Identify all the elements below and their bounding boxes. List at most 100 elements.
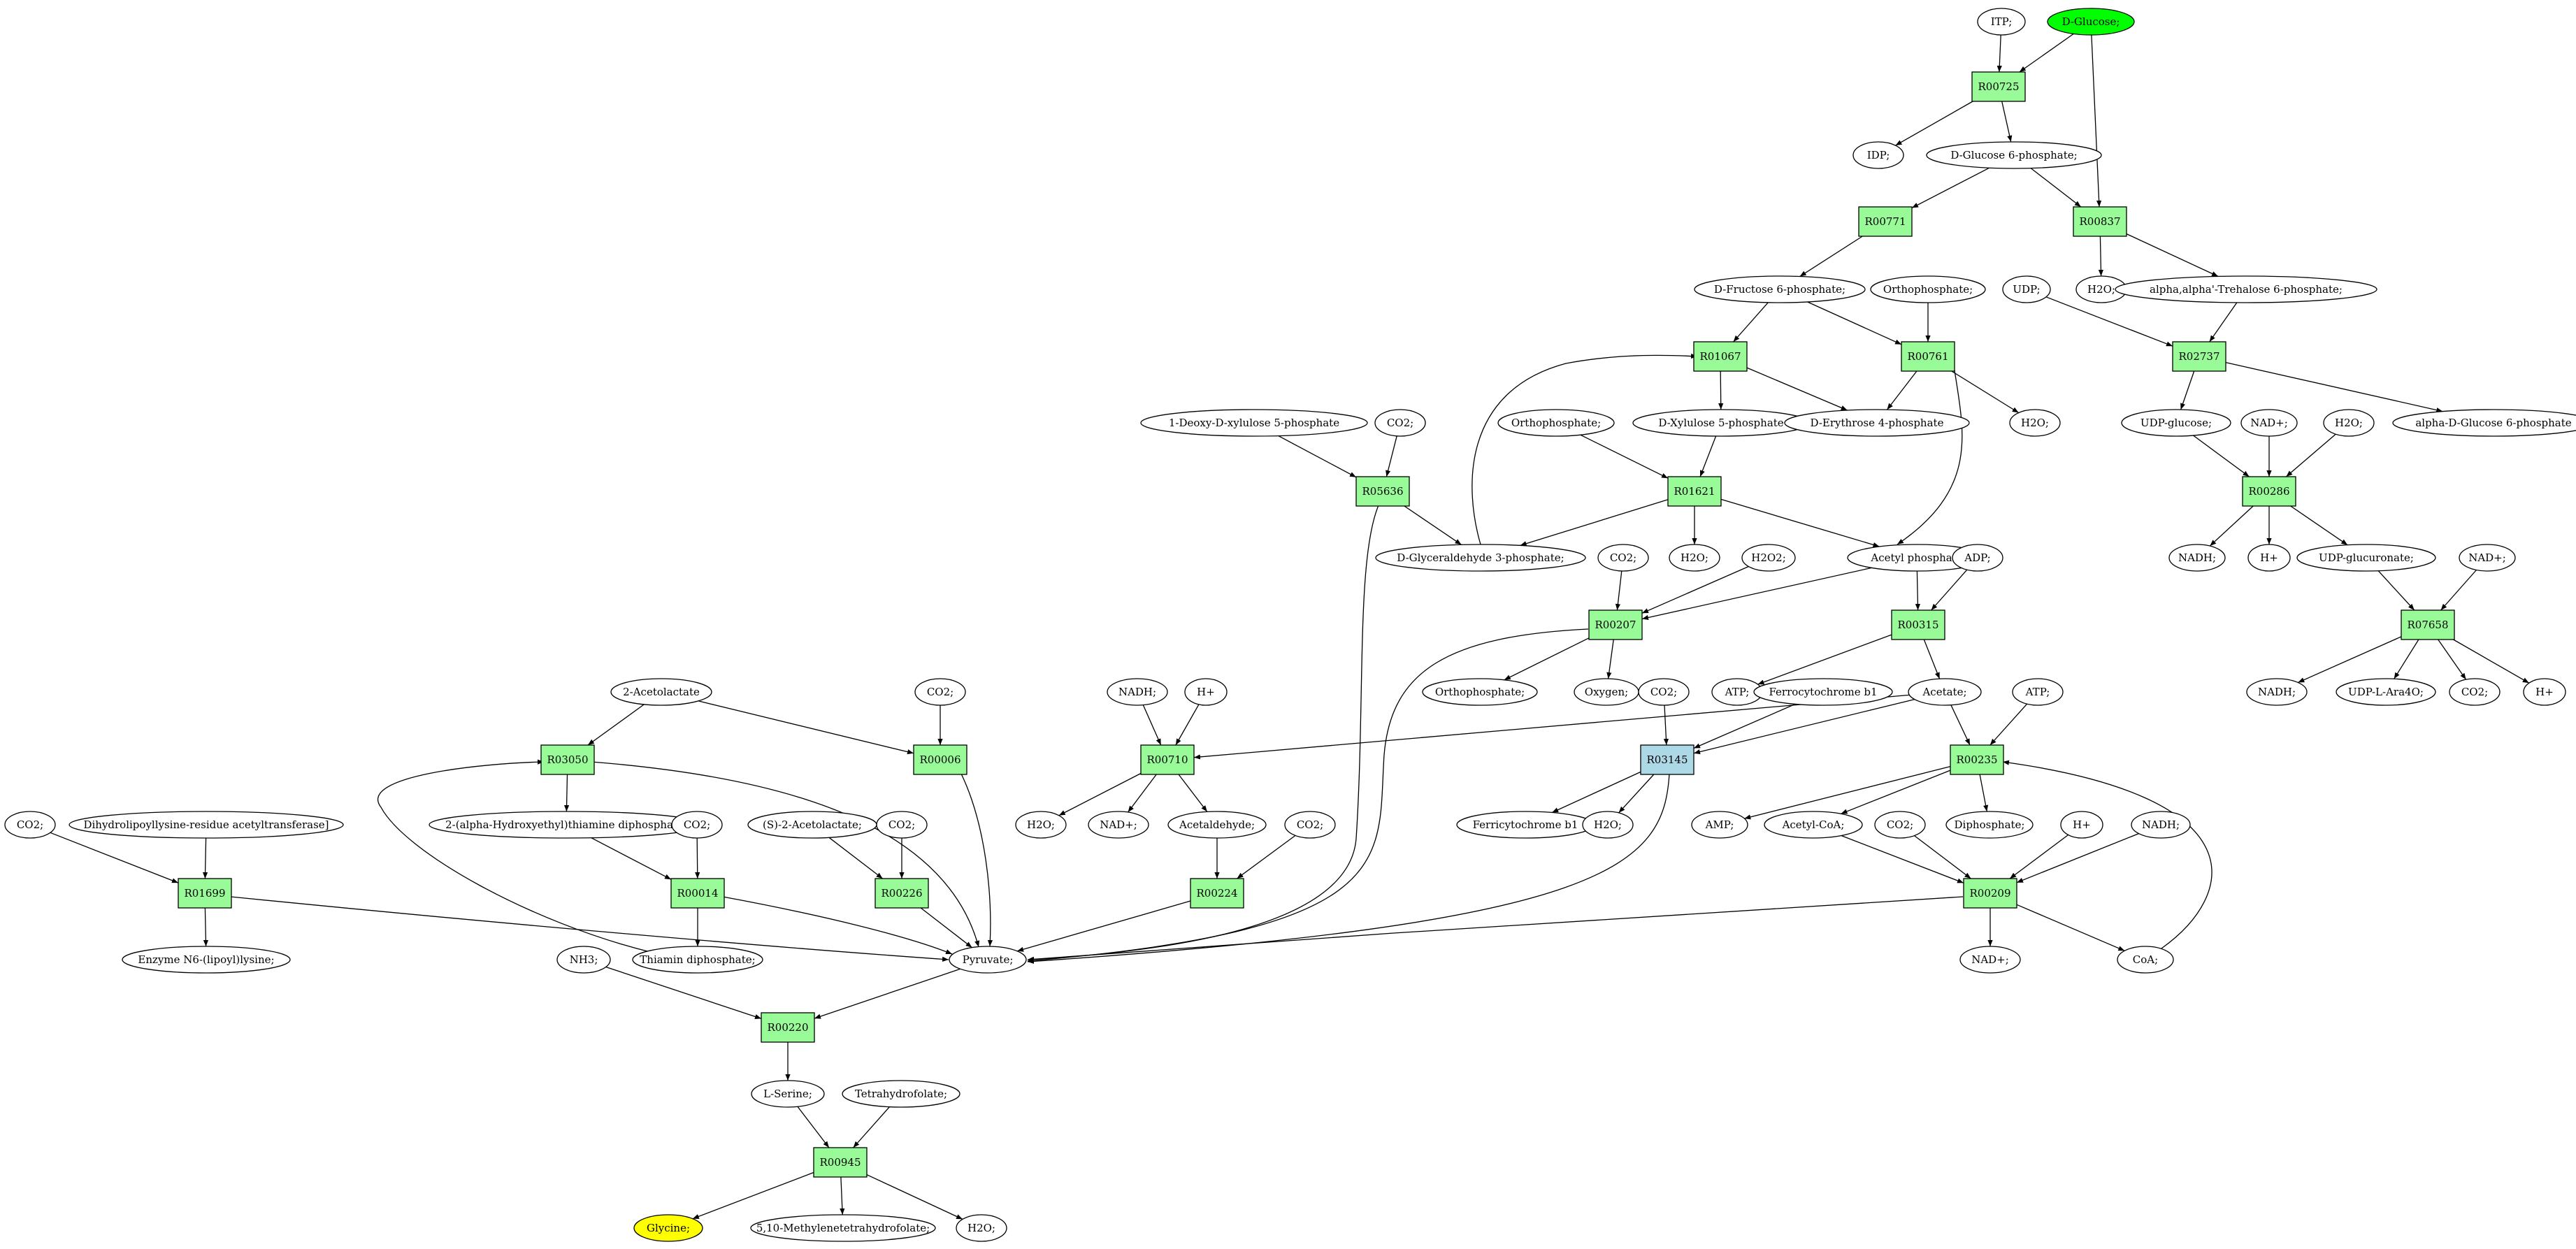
metabolite-node-m_acetate[interactable]: Acetate;: [1908, 678, 1982, 706]
metabolite-node-m_e4p[interactable]: D-Erythrose 4-phosphate: [1784, 409, 1970, 437]
metabolite-node-m_acp[interactable]: Acetyl phosphate: [1847, 544, 1987, 572]
reaction-node-r00235[interactable]: R00235: [1950, 744, 2004, 775]
reaction-node-r02737[interactable]: R02737: [2172, 341, 2226, 372]
metabolite-node-m_nad_209[interactable]: NAD+;: [1959, 946, 2021, 974]
metabolite-node-m_hethtpp[interactable]: 2-(alpha-Hydroxyethyl)thiamine diphospha…: [429, 811, 704, 839]
node-shape: [2336, 678, 2436, 706]
metabolite-node-m_pyruvate[interactable]: Pyruvate;: [949, 946, 1027, 974]
metabolite-node-m_x5p[interactable]: D-Xylulose 5-phosphate: [1632, 409, 1810, 437]
reaction-node-r00761[interactable]: R00761: [1901, 341, 1955, 372]
metabolite-node-m_nadh_286[interactable]: NADH;: [2168, 544, 2226, 572]
metabolite-node-m_adp[interactable]: ADP;: [1952, 544, 2003, 572]
reaction-node-r01067[interactable]: R01067: [1693, 341, 1748, 372]
metabolite-node-m_co2_6[interactable]: CO2;: [914, 678, 966, 706]
reaction-node-r01699[interactable]: R01699: [178, 878, 232, 909]
reaction-node-r00226[interactable]: R00226: [875, 878, 929, 909]
reaction-node-r00006[interactable]: R00006: [913, 744, 967, 775]
metabolite-node-m_co2_14[interactable]: CO2;: [671, 811, 723, 839]
reaction-node-r01621[interactable]: R01621: [1667, 476, 1722, 507]
metabolite-node-m_g6p[interactable]: D-Glucose 6-phosphate;: [1926, 141, 2102, 169]
metabolite-node-m_atp_235[interactable]: ATP;: [2012, 678, 2064, 706]
metabolite-node-m_h_710[interactable]: H+: [1184, 678, 1228, 706]
metabolite-node-m_sacetolactate[interactable]: (S)-2-Acetolactate;: [747, 811, 877, 839]
metabolite-node-m_orthop2[interactable]: Orthophosphate;: [1497, 409, 1615, 437]
metabolite-node-m_h2o_837[interactable]: H2O;: [2075, 275, 2127, 303]
metabolite-node-m_nadh_710[interactable]: NADH;: [1107, 678, 1168, 706]
reaction-node-r00220[interactable]: R00220: [761, 1012, 815, 1043]
metabolite-node-m_acetylcoa[interactable]: Acetyl-CoA;: [1764, 811, 1863, 839]
metabolite-node-m_idp[interactable]: IDP;: [1852, 141, 1904, 169]
metabolite-node-m_orthop1[interactable]: Orthophosphate;: [1870, 275, 1986, 303]
reaction-node-r00207[interactable]: R00207: [1588, 609, 1643, 640]
metabolite-node-m_h2o_1621[interactable]: H2O;: [1669, 544, 1720, 572]
metabolite-node-m_udpglc[interactable]: UDP-glucose;: [2121, 409, 2231, 437]
metabolite-node-m_gap[interactable]: D-Glyceraldehyde 3-phosphate;: [1375, 544, 1586, 572]
reaction-node-r00209[interactable]: R00209: [1963, 878, 2017, 909]
metabolite-node-m_co2_226[interactable]: CO2;: [876, 811, 928, 839]
metabolite-node-m_udpara[interactable]: UDP-L-Ara4O;: [2336, 678, 2436, 706]
metabolite-node-m_nadh_7658[interactable]: NADH;: [2246, 678, 2308, 706]
metabolite-node-m_itp[interactable]: ITP;: [1977, 8, 2026, 36]
metabolite-node-m_h2o_286[interactable]: H2O;: [2323, 409, 2375, 437]
metabolite-node-m_serine[interactable]: L-Serine;: [751, 1080, 825, 1108]
reaction-node-r00837[interactable]: R00837: [2073, 206, 2127, 237]
metabolite-node-m_amp[interactable]: AMP;: [1691, 811, 1748, 839]
metabolite-node-m_coa[interactable]: CoA;: [2117, 946, 2174, 974]
metabolite-node-m_g6p_alpha[interactable]: alpha-D-Glucose 6-phosphate: [2392, 409, 2576, 437]
reaction-node-r00725[interactable]: R00725: [1971, 71, 2026, 102]
metabolite-node-m_thf[interactable]: Tetrahydrofolate;: [842, 1080, 960, 1108]
metabolite-node-m_tpp[interactable]: Thiamin diphosphate;: [632, 946, 763, 974]
metabolite-node-m_f6p[interactable]: D-Fructose 6-phosphate;: [1694, 275, 1866, 303]
metabolite-node-m_h2o2[interactable]: H2O2;: [1741, 544, 1796, 572]
metabolite-node-m_ferrocyt[interactable]: Ferrocytochrome b1: [1753, 678, 1893, 706]
reaction-node-r00945[interactable]: R00945: [813, 1147, 868, 1178]
metabolite-node-m_trehalose6p[interactable]: alpha,alpha'-Trehalose 6-phosphate;: [2115, 275, 2377, 303]
metabolite-node-m_nadh_209[interactable]: NADH;: [2131, 811, 2191, 839]
metabolite-node-m_co2_209[interactable]: CO2;: [1874, 811, 1926, 839]
metabolite-node-m_h2o_3145[interactable]: H2O;: [1582, 811, 1634, 839]
reaction-node-r00224[interactable]: R00224: [1190, 878, 1244, 909]
metabolite-node-m_dihydro[interactable]: Dihydrolipoyllysine-residue acetyltransf…: [69, 811, 344, 839]
metabolite-node-m_orthop3[interactable]: Orthophosphate;: [1422, 678, 1538, 706]
metabolite-node-m_co2_224[interactable]: CO2;: [1284, 811, 1336, 839]
metabolite-node-m_co2_5636[interactable]: CO2;: [1374, 409, 1426, 437]
reaction-node-r07658[interactable]: R07658: [2401, 609, 2455, 640]
reaction-node-r03050[interactable]: R03050: [540, 744, 595, 775]
metabolite-node-m_h_7658[interactable]: H+: [2523, 678, 2566, 706]
metabolite-node-m_nad_7658[interactable]: NAD+;: [2459, 544, 2516, 572]
metabolite-node-m_oxygen[interactable]: Oxygen;: [1574, 678, 1639, 706]
metabolite-node-m_nad_286[interactable]: NAD+;: [2240, 409, 2298, 437]
metabolite-node-m_glycine[interactable]: Glycine;: [633, 1214, 703, 1242]
metabolite-node-m_co2_1699[interactable]: CO2;: [4, 811, 56, 839]
metabolite-node-m_enzyme[interactable]: Enzyme N6-(lipoyl)lysine;: [122, 946, 291, 974]
metabolite-node-m_udpgluc[interactable]: UDP-glucuronate;: [2296, 544, 2436, 572]
metabolite-node-m_dglucose[interactable]: D-Glucose;: [2047, 8, 2135, 36]
metabolite-node-m_h2o_761[interactable]: H2O;: [2009, 409, 2061, 437]
node-label: IDP;: [1867, 149, 1890, 161]
metabolite-node-m_atp_315[interactable]: ATP;: [1711, 678, 1763, 706]
metabolite-node-m_acetaldehyde[interactable]: Acetaldehyde;: [1167, 811, 1267, 839]
reaction-node-r00014[interactable]: R00014: [670, 878, 725, 909]
metabolite-node-m_co2_7658[interactable]: CO2;: [2449, 678, 2501, 706]
metabolite-node-m_h2o_710[interactable]: H2O;: [1015, 811, 1067, 839]
metabolite-node-m_co2_207[interactable]: CO2;: [1597, 544, 1649, 572]
metabolite-node-m_nh3[interactable]: NH3;: [556, 946, 611, 974]
metabolite-node-m_methylene[interactable]: 5,10-Methylenetetrahydrofolate;: [750, 1214, 936, 1242]
reaction-node-r00710[interactable]: R00710: [1140, 744, 1195, 775]
metabolite-node-m_acetolactate[interactable]: 2-Acetolactate: [610, 678, 712, 706]
metabolite-node-m_nad_710[interactable]: NAD+;: [1088, 811, 1149, 839]
metabolite-node-m_diphosphate[interactable]: Diphosphate;: [1945, 811, 2034, 839]
node-label: CO2;: [1297, 818, 1323, 831]
reaction-node-r00286[interactable]: R00286: [2242, 476, 2296, 507]
reaction-node-r00315[interactable]: R00315: [1891, 609, 1945, 640]
metabolite-node-m_udp[interactable]: UDP;: [2002, 275, 2051, 303]
metabolite-node-m_h_286[interactable]: H+: [2247, 544, 2291, 572]
metabolite-node-m_h_209[interactable]: H+: [2060, 811, 2103, 839]
metabolite-node-m_h2o_945[interactable]: H2O;: [956, 1214, 1007, 1242]
reaction-node-r03145[interactable]: R03145: [1640, 744, 1694, 775]
metabolite-node-m_ferricyt[interactable]: Ferricytochrome b1: [1456, 811, 1595, 839]
metabolite-node-m_dxp[interactable]: 1-Deoxy-D-xylulose 5-phosphate: [1140, 409, 1368, 437]
metabolite-node-m_co2_3145[interactable]: CO2;: [1638, 678, 1690, 706]
reaction-node-r00771[interactable]: R00771: [1858, 206, 1913, 237]
reaction-node-r05636[interactable]: R05636: [1355, 476, 1410, 507]
